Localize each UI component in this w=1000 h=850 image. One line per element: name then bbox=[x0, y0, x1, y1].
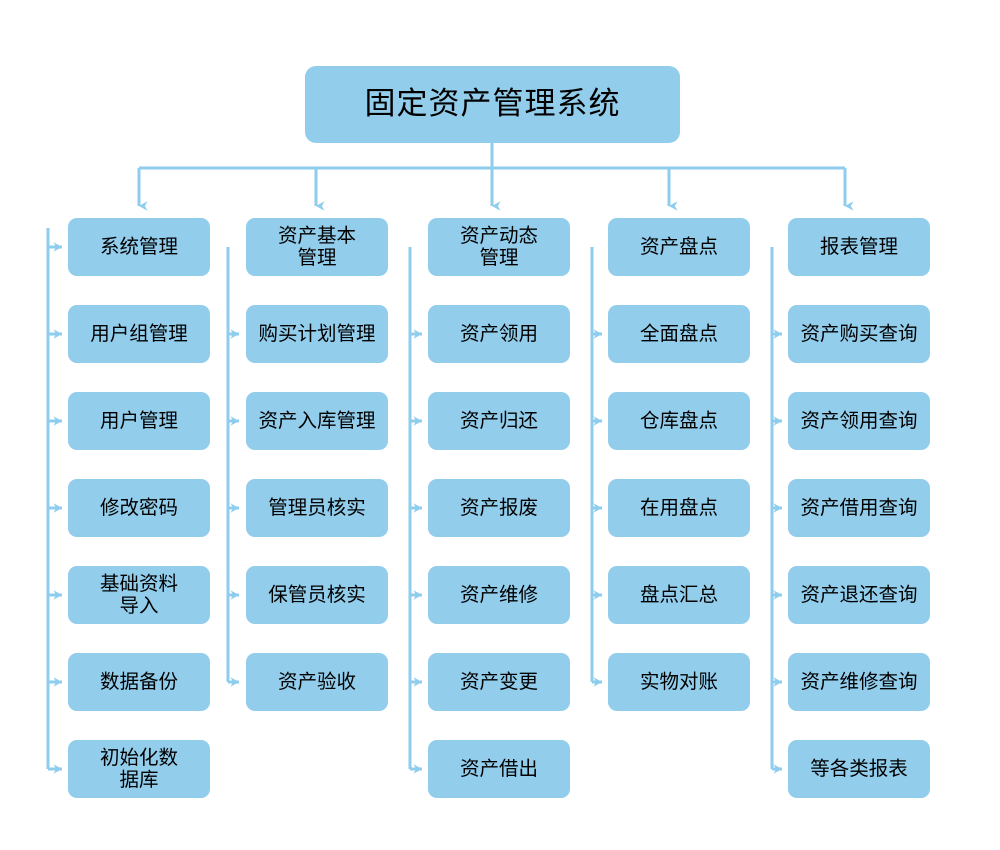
node-col2-item4[interactable]: 保管员核实 bbox=[246, 566, 388, 624]
node-col4-item3[interactable]: 在用盘点 bbox=[608, 479, 750, 537]
column-head-5[interactable]: 报表管理 bbox=[788, 218, 930, 276]
column-head-1[interactable]: 系统管理 bbox=[68, 218, 210, 276]
node-col3-item4[interactable]: 资产维修 bbox=[428, 566, 570, 624]
node-col5-item4[interactable]: 资产退还查询 bbox=[788, 566, 930, 624]
node-col1-item5[interactable]: 数据备份 bbox=[68, 653, 210, 711]
column-head-4[interactable]: 资产盘点 bbox=[608, 218, 750, 276]
node-col3-item1[interactable]: 资产领用 bbox=[428, 305, 570, 363]
node-col3-item2[interactable]: 资产归还 bbox=[428, 392, 570, 450]
node-col1-item2[interactable]: 用户管理 bbox=[68, 392, 210, 450]
node-col4-item1[interactable]: 全面盘点 bbox=[608, 305, 750, 363]
node-col2-item5[interactable]: 资产验收 bbox=[246, 653, 388, 711]
node-col5-item1[interactable]: 资产购买查询 bbox=[788, 305, 930, 363]
node-col1-item1[interactable]: 用户组管理 bbox=[68, 305, 210, 363]
node-col4-item2[interactable]: 仓库盘点 bbox=[608, 392, 750, 450]
node-col1-item6[interactable]: 初始化数 据库 bbox=[68, 740, 210, 798]
column-head-3[interactable]: 资产动态 管理 bbox=[428, 218, 570, 276]
node-col2-item1[interactable]: 购买计划管理 bbox=[246, 305, 388, 363]
column-head-2[interactable]: 资产基本 管理 bbox=[246, 218, 388, 276]
node-col2-item2[interactable]: 资产入库管理 bbox=[246, 392, 388, 450]
node-col5-item2[interactable]: 资产领用查询 bbox=[788, 392, 930, 450]
node-col5-item5[interactable]: 资产维修查询 bbox=[788, 653, 930, 711]
node-col3-item5[interactable]: 资产变更 bbox=[428, 653, 570, 711]
node-col1-item4[interactable]: 基础资料 导入 bbox=[68, 566, 210, 624]
node-col2-item3[interactable]: 管理员核实 bbox=[246, 479, 388, 537]
node-col3-item3[interactable]: 资产报废 bbox=[428, 479, 570, 537]
root-node-title[interactable]: 固定资产管理系统 bbox=[305, 66, 680, 143]
node-col5-item6[interactable]: 等各类报表 bbox=[788, 740, 930, 798]
node-col1-item3[interactable]: 修改密码 bbox=[68, 479, 210, 537]
node-col4-item5[interactable]: 实物对账 bbox=[608, 653, 750, 711]
node-col5-item3[interactable]: 资产借用查询 bbox=[788, 479, 930, 537]
node-col3-item6[interactable]: 资产借出 bbox=[428, 740, 570, 798]
node-col4-item4[interactable]: 盘点汇总 bbox=[608, 566, 750, 624]
